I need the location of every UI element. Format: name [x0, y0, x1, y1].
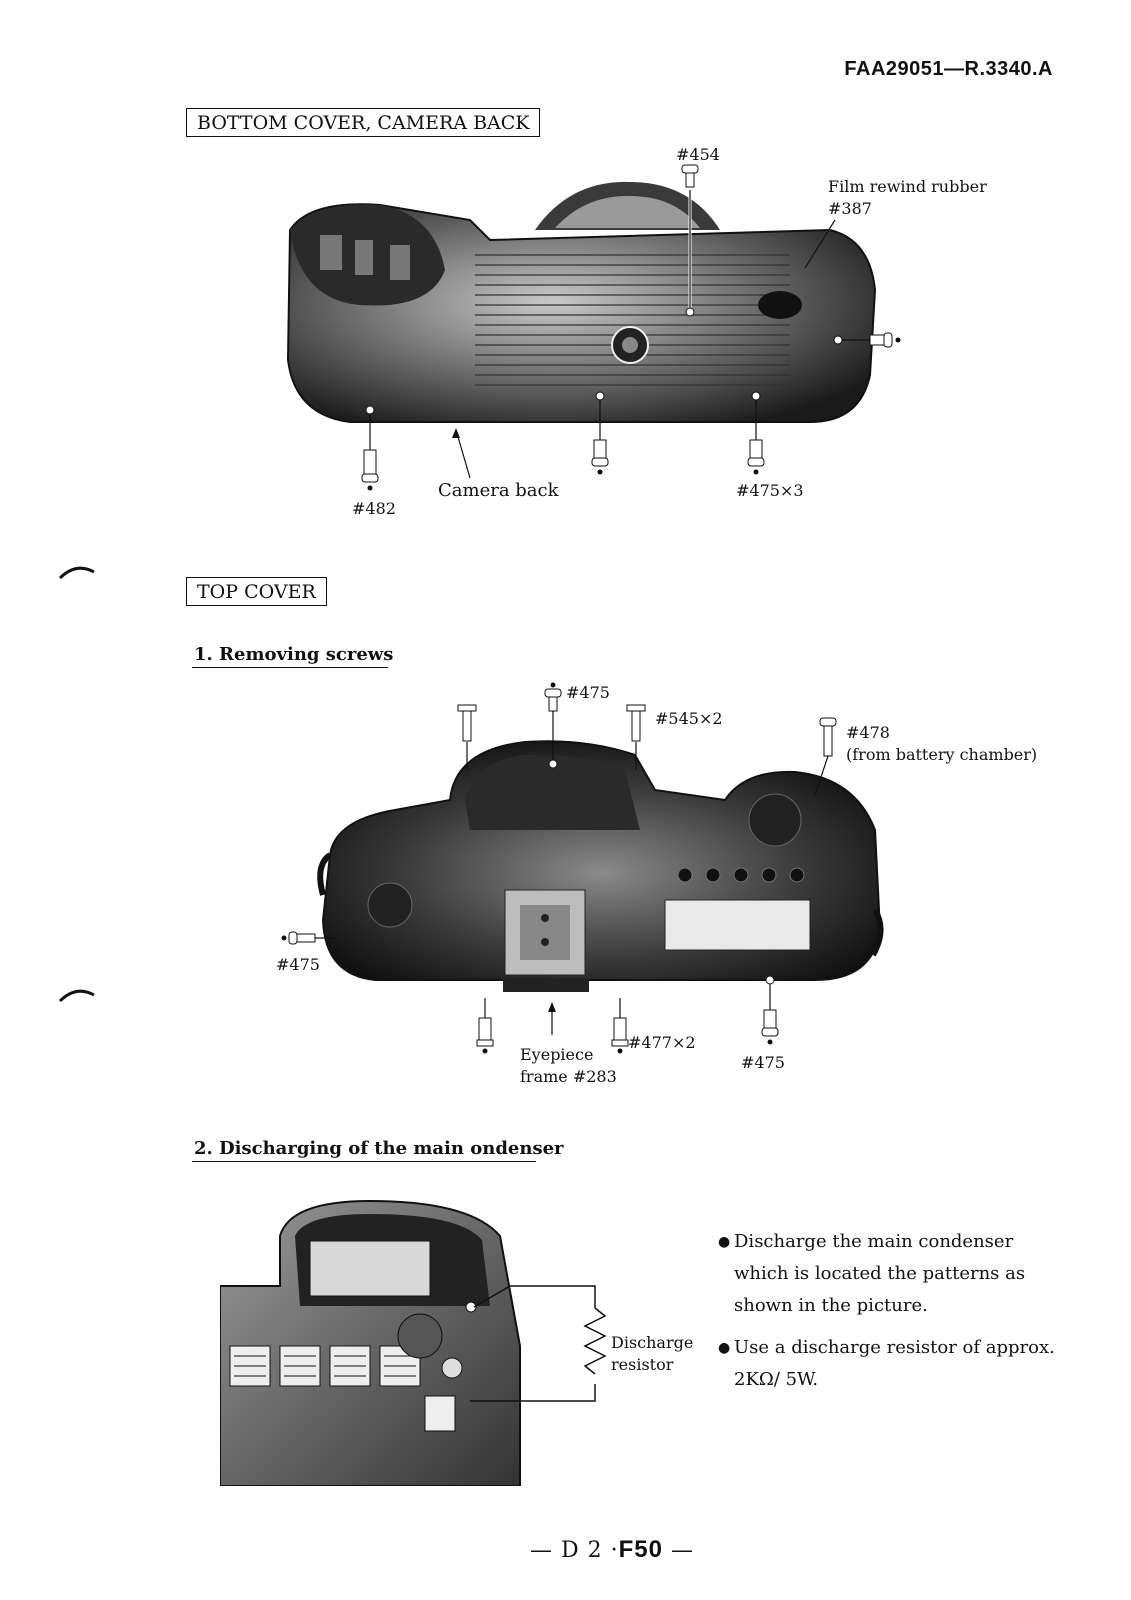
instruction-notes: ● Discharge the main condenser which is … [718, 1226, 1068, 1406]
label-screw-478: #478 [846, 723, 890, 742]
bullet-icon: ● [718, 1234, 731, 1250]
subsection-title-removing-screws: 1. Removing screws [192, 644, 393, 668]
bottom-camera-illustration [286, 164, 901, 491]
label-screw-475-right: #475 [741, 1053, 785, 1072]
footer-suffix: — [662, 1538, 694, 1563]
section-title-bottom-cover: BOTTOM COVER, CAMERA BACK [186, 108, 541, 137]
label-screw-545x2: #545×2 [655, 709, 723, 728]
label-screw-477x2: #477×2 [628, 1033, 696, 1052]
bullet-icon: ● [718, 1340, 731, 1356]
label-screw-475-left: #475 [276, 955, 320, 974]
label-screw-482: #482 [352, 499, 396, 518]
document-code: FAA29051—R.3340.A [844, 58, 1053, 80]
note-item: ● Discharge the main condenser which is … [718, 1226, 1068, 1322]
label-film-rewind-rubber: Film rewind rubber [828, 177, 987, 196]
label-part-387: #387 [828, 199, 872, 218]
note-text: Discharge the main condenser which is lo… [734, 1231, 1026, 1316]
footer-prefix: — D 2 · [530, 1538, 619, 1563]
margin-mark-upper [58, 566, 95, 580]
label-from-battery-chamber: (from battery chamber) [846, 745, 1038, 764]
condenser-photo-illustration [220, 1199, 607, 1486]
top-camera-illustration [281, 682, 884, 1054]
label-discharge-line2: resistor [611, 1355, 674, 1374]
footer-model: F50 [618, 1536, 663, 1563]
label-discharge-line1: Discharge [611, 1333, 694, 1352]
label-camera-back: Camera back [438, 480, 559, 501]
page-footer: — D 2 ·F50 — [530, 1536, 694, 1564]
label-screw-475-top: #475 [566, 683, 610, 702]
subsection-title-discharging: 2. Discharging of the main ondenser [192, 1138, 564, 1162]
label-screw-454: #454 [676, 145, 720, 164]
label-eyepiece-line2: frame #283 [520, 1067, 617, 1086]
margin-mark-lower [58, 989, 95, 1003]
label-screw-475x3: #475×3 [736, 481, 804, 500]
note-item: ● Use a discharge resistor of approx. 2K… [718, 1332, 1068, 1396]
label-eyepiece-line1: Eyepiece [520, 1045, 594, 1064]
note-text: Use a discharge resistor of approx. 2KΩ∕… [734, 1337, 1055, 1390]
section-title-top-cover: TOP COVER [186, 577, 327, 606]
